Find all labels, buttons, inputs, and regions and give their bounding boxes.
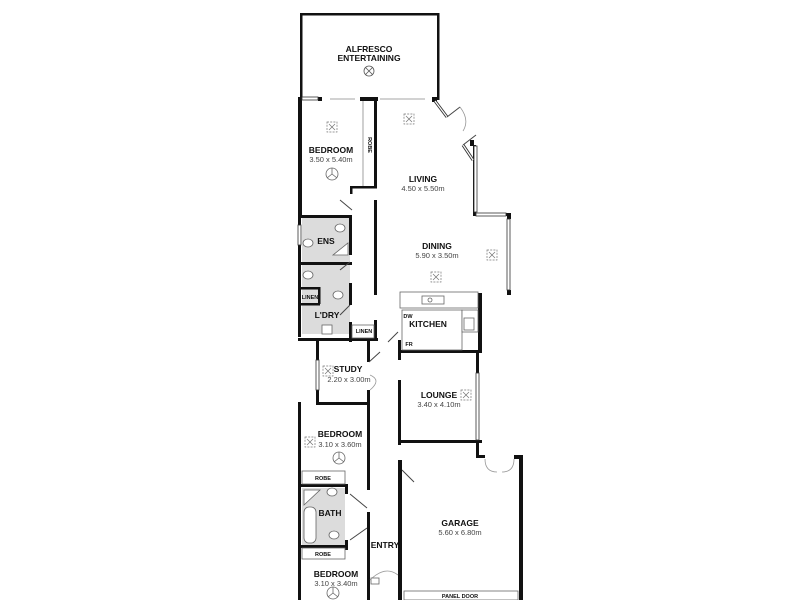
alfresco-ceiling-fan-icon bbox=[363, 65, 375, 77]
dishwasher-label: DW bbox=[403, 314, 413, 320]
room-name-study: STUDY bbox=[334, 364, 363, 374]
room-name-dining: DINING bbox=[422, 241, 452, 251]
downlight-icon bbox=[486, 249, 498, 261]
shower-icon bbox=[331, 242, 349, 256]
ceiling-fan-icon bbox=[332, 451, 346, 465]
room-name-living: LIVING bbox=[409, 174, 438, 184]
room-name-bedroom2: BEDROOM bbox=[318, 429, 362, 439]
room-dims-bedroom2: 3.10 x 3.60m bbox=[318, 440, 361, 449]
robe-label-vertical: ROBE bbox=[366, 137, 372, 153]
ceiling-fan-icon bbox=[326, 586, 340, 600]
downlight-icon bbox=[403, 113, 415, 125]
sink-icon bbox=[421, 295, 445, 305]
room-name-bath: BATH bbox=[319, 508, 342, 518]
shower-icon bbox=[303, 489, 322, 506]
linen-label-2: LINEN bbox=[356, 329, 373, 335]
room-name-entry: ENTRY bbox=[371, 540, 400, 550]
room-name-garage: GARAGE bbox=[441, 518, 479, 528]
downlight-icon bbox=[304, 436, 316, 448]
room-dims-dining: 5.90 x 3.50m bbox=[415, 251, 458, 260]
room-dims-garage: 5.60 x 6.80m bbox=[438, 528, 481, 537]
room-name-laundry: L'DRY bbox=[315, 310, 340, 320]
room-name-alfresco: ALFRESCO bbox=[346, 44, 393, 54]
panel-door bbox=[403, 590, 519, 600]
laundry-tub-icon bbox=[321, 324, 333, 335]
downlight-icon bbox=[430, 271, 442, 283]
downlight-icon bbox=[322, 365, 334, 377]
room-name-bedroom3: BEDROOM bbox=[314, 569, 358, 579]
linen-label-1: LINEN bbox=[302, 295, 319, 301]
alfresco-area bbox=[300, 13, 440, 100]
room-name-ens: ENS bbox=[317, 236, 335, 246]
room-name-kitchen: KITCHEN bbox=[409, 319, 447, 329]
room-dims-bedroom3: 3.10 x 3.40m bbox=[314, 579, 357, 588]
fridge-label: FR bbox=[405, 342, 412, 348]
downlight-icon bbox=[460, 389, 472, 401]
room-dims-living: 4.50 x 5.50m bbox=[401, 184, 444, 193]
panel-door-label: PANEL DOOR bbox=[442, 594, 478, 600]
robe-bedroom2 bbox=[301, 470, 346, 485]
room-dims-lounge: 3.40 x 4.10m bbox=[417, 400, 460, 409]
room-dims-study: 2.20 x 3.00m bbox=[327, 375, 370, 384]
room-name-alfresco-line2: ENTERTAINING bbox=[337, 53, 401, 63]
robe-bedroom3 bbox=[301, 547, 346, 560]
cooktop-icon bbox=[463, 317, 475, 331]
basin-icon bbox=[332, 290, 344, 300]
toilet-icon bbox=[302, 270, 314, 280]
toilet-icon bbox=[334, 223, 346, 233]
windows bbox=[297, 96, 511, 441]
bathtub-icon bbox=[303, 506, 317, 544]
robe-label-2: ROBE bbox=[315, 476, 331, 482]
room-name-lounge: LOUNGE bbox=[421, 390, 458, 400]
toilet-icon bbox=[328, 530, 340, 540]
doors bbox=[330, 98, 515, 581]
fixtures bbox=[301, 223, 519, 600]
kitchen-island bbox=[401, 309, 463, 351]
downlight-icon bbox=[326, 121, 338, 133]
room-name-bedroom1: BEDROOM bbox=[309, 145, 353, 155]
ceiling-fan-icon bbox=[325, 167, 339, 181]
room-dims-bedroom1: 3.50 x 5.40m bbox=[309, 155, 352, 164]
robe-label-3: ROBE bbox=[315, 552, 331, 558]
